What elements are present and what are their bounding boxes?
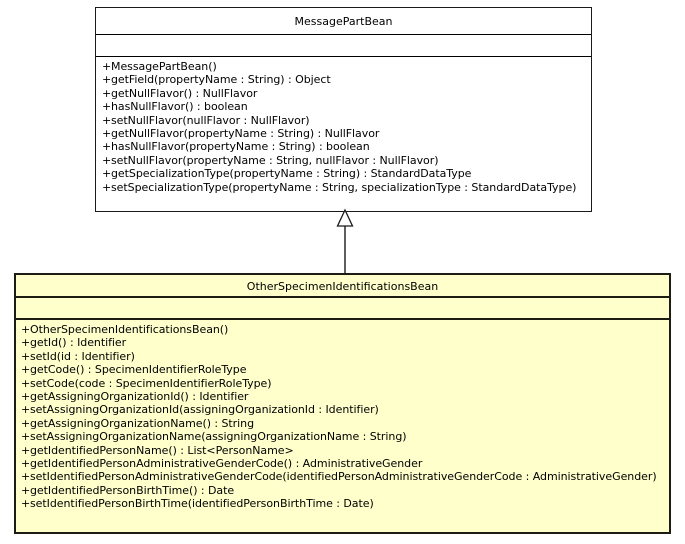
operation-signature: setIdentifiedPersonAdministrativeGenderC…	[30, 470, 657, 484]
operation-signature: setIdentifiedPersonBirthTime(identifiedP…	[30, 497, 374, 511]
visibility-marker: +	[102, 86, 112, 100]
operation-signature: MessagePartBean()	[111, 60, 217, 73]
operation-row: +setNullFlavor(nullFlavor : NullFlavor)	[96, 114, 591, 127]
class-attributes-other-specimen-identifications-bean	[16, 298, 669, 320]
visibility-marker: +	[21, 403, 31, 417]
operation-row: +setIdentifiedPersonBirthTime(identified…	[16, 497, 669, 510]
operation-row: +getId() : Identifier	[16, 336, 669, 349]
operation-row: +getNullFlavor(propertyName : String) : …	[96, 127, 591, 140]
visibility-marker: +	[102, 100, 112, 114]
visibility-marker: +	[21, 416, 31, 430]
class-attributes-message-part-bean	[96, 35, 591, 57]
operation-signature: getIdentifiedPersonAdministrativeGenderC…	[30, 457, 423, 471]
class-box-other-specimen-identifications-bean[interactable]: OtherSpecimenIdentificationsBean +OtherS…	[14, 273, 671, 534]
operation-row: +setIdentifiedPersonAdministrativeGender…	[16, 470, 669, 483]
visibility-marker: +	[102, 167, 112, 181]
visibility-marker: +	[102, 180, 112, 194]
operation-row: +setId(id : Identifier)	[16, 350, 669, 363]
operation-row: +hasNullFlavor() : boolean	[96, 100, 591, 113]
operation-signature: getCode() : SpecimenIdentifierRoleType	[30, 363, 247, 377]
operation-signature: setAssigningOrganizationName(assigningOr…	[30, 430, 407, 444]
operation-row: +getAssigningOrganizationId() : Identifi…	[16, 390, 669, 403]
visibility-marker: +	[21, 390, 31, 404]
visibility-marker: +	[21, 483, 31, 497]
operation-signature: getIdentifiedPersonName() : List<PersonN…	[30, 443, 294, 457]
visibility-marker: +	[102, 73, 112, 87]
operation-signature: setNullFlavor(nullFlavor : NullFlavor)	[111, 113, 310, 127]
visibility-marker: +	[21, 363, 31, 377]
operation-row: +getIdentifiedPersonName() : List<Person…	[16, 444, 669, 457]
operation-signature: getId() : Identifier	[30, 336, 127, 350]
operation-signature: getNullFlavor() : NullFlavor	[111, 86, 258, 100]
operation-row: +hasNullFlavor(propertyName : String) : …	[96, 140, 591, 153]
operation-signature: setNullFlavor(propertyName : String, nul…	[111, 153, 439, 167]
operation-row: +getNullFlavor() : NullFlavor	[96, 87, 591, 100]
operation-signature: setSpecializationType(propertyName : Str…	[111, 180, 577, 194]
operation-signature: getAssigningOrganizationId() : Identifie…	[30, 390, 249, 404]
visibility-marker: +	[102, 60, 112, 73]
operation-signature: getSpecializationType(propertyName : Str…	[111, 167, 472, 181]
visibility-marker: +	[21, 336, 31, 350]
class-operations-message-part-bean: +MessagePartBean() +getField(propertyNam…	[96, 57, 591, 197]
operation-signature: setCode(code : SpecimenIdentifierRoleTyp…	[30, 376, 272, 390]
operation-row: +getSpecializationType(propertyName : St…	[96, 167, 591, 180]
visibility-marker: +	[102, 127, 112, 141]
operation-signature: getIdentifiedPersonBirthTime() : Date	[30, 483, 235, 497]
class-box-message-part-bean[interactable]: MessagePartBean +MessagePartBean() +getF…	[95, 7, 592, 212]
visibility-marker: +	[21, 323, 31, 336]
operation-signature: setAssigningOrganizationId(assigningOrga…	[30, 403, 379, 417]
operation-signature: hasNullFlavor(propertyName : String) : b…	[111, 140, 370, 154]
visibility-marker: +	[102, 153, 112, 167]
class-operations-other-specimen-identifications-bean: +OtherSpecimenIdentificationsBean() +get…	[16, 320, 669, 514]
operation-signature: OtherSpecimenIdentificationsBean()	[30, 323, 229, 336]
operation-signature: getAssigningOrganizationName() : String	[30, 416, 255, 430]
visibility-marker: +	[21, 349, 31, 363]
operation-row: +getIdentifiedPersonBirthTime() : Date	[16, 484, 669, 497]
class-name-other-specimen-identifications-bean: OtherSpecimenIdentificationsBean	[16, 275, 669, 298]
visibility-marker: +	[21, 376, 31, 390]
visibility-marker: +	[21, 443, 31, 457]
visibility-marker: +	[102, 113, 112, 127]
operation-row: +setCode(code : SpecimenIdentifierRoleTy…	[16, 377, 669, 390]
operation-signature: setId(id : Identifier)	[30, 349, 135, 363]
operation-row: +setSpecializationType(propertyName : St…	[96, 181, 591, 194]
operation-row: +getCode() : SpecimenIdentifierRoleType	[16, 363, 669, 376]
operation-row: +MessagePartBean()	[96, 60, 591, 73]
operation-row: +getAssigningOrganizationName() : String	[16, 417, 669, 430]
visibility-marker: +	[21, 497, 31, 511]
class-name-message-part-bean: MessagePartBean	[96, 8, 591, 35]
visibility-marker: +	[21, 457, 31, 471]
visibility-marker: +	[21, 430, 31, 444]
visibility-marker: +	[102, 140, 112, 154]
generalization-arrow-icon	[336, 208, 354, 278]
operation-row: +setAssigningOrganizationName(assigningO…	[16, 430, 669, 443]
operation-row: +setAssigningOrganizationId(assigningOrg…	[16, 403, 669, 416]
operation-signature: getNullFlavor(propertyName : String) : N…	[111, 127, 380, 141]
visibility-marker: +	[21, 470, 31, 484]
operation-row: +getField(propertyName : String) : Objec…	[96, 73, 591, 86]
operation-signature: getField(propertyName : String) : Object	[111, 73, 331, 87]
operation-signature: hasNullFlavor() : boolean	[111, 100, 248, 114]
operation-row: +setNullFlavor(propertyName : String, nu…	[96, 154, 591, 167]
operation-row: +OtherSpecimenIdentificationsBean()	[16, 323, 669, 336]
operation-row: +getIdentifiedPersonAdministrativeGender…	[16, 457, 669, 470]
